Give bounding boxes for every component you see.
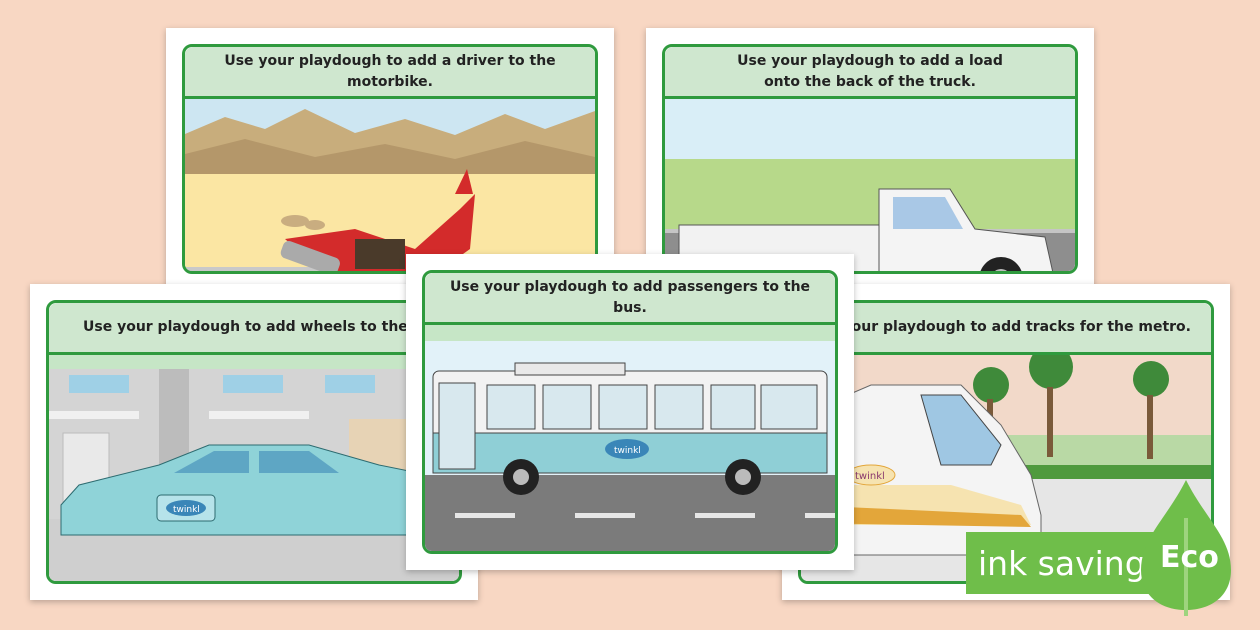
eco-tag: Eco	[1160, 540, 1219, 575]
truck-scene	[665, 99, 1075, 271]
car-scene: twinkl	[49, 355, 459, 581]
card-frame: Use your playdough to add wheels to the …	[46, 300, 462, 584]
card-instruction-banner: your playdough to add tracks for the met…	[801, 303, 1211, 355]
activity-card-motorbike: Use your playdough to add a driver to th…	[166, 28, 614, 290]
card-frame: Use your playdough to add a load onto th…	[662, 44, 1078, 274]
motorbike-scene	[185, 99, 595, 271]
card-frame: Use your playdough to add passengers to …	[422, 270, 838, 554]
instruction-text: Use your playdough to add a driver to th…	[224, 52, 556, 90]
card-instruction-banner: Use your playdough to add a load onto th…	[665, 47, 1075, 99]
eco-leaf-icon	[1141, 480, 1231, 616]
instruction-text: your playdough to add tracks for the met…	[842, 319, 1191, 335]
activity-card-truck: Use your playdough to add a load onto th…	[646, 28, 1094, 290]
activity-card-bus: Use your playdough to add passengers to …	[406, 254, 854, 570]
twinkl-logo-metro: twinkl	[855, 471, 885, 482]
bus-scene: twinkl	[425, 325, 835, 551]
twinkl-logo-car: twinkl	[173, 505, 200, 515]
card-instruction-banner: Use your playdough to add passengers to …	[425, 273, 835, 325]
instruction-text: Use your playdough to add wheels to the …	[83, 319, 429, 335]
ink-saving-label: ink saving	[978, 543, 1146, 583]
car-image: twinkl	[60, 444, 420, 536]
bus-image: twinkl	[432, 362, 828, 495]
card-frame: Use your playdough to add a driver to th…	[182, 44, 598, 274]
card-instruction-banner: Use your playdough to add wheels to the …	[49, 303, 459, 355]
twinkl-logo-bus: twinkl	[614, 446, 641, 456]
instruction-text: Use your playdough to add a load onto th…	[737, 52, 1003, 90]
motorbike-image	[280, 169, 475, 271]
instruction-text: Use your playdough to add passengers to …	[449, 278, 811, 316]
activity-card-car: Use your playdough to add wheels to the …	[30, 284, 478, 600]
ink-saving-badge: ink saving	[966, 532, 1162, 594]
metro-train-image: twinkl	[801, 384, 1042, 556]
card-instruction-banner: Use your playdough to add a driver to th…	[185, 47, 595, 99]
